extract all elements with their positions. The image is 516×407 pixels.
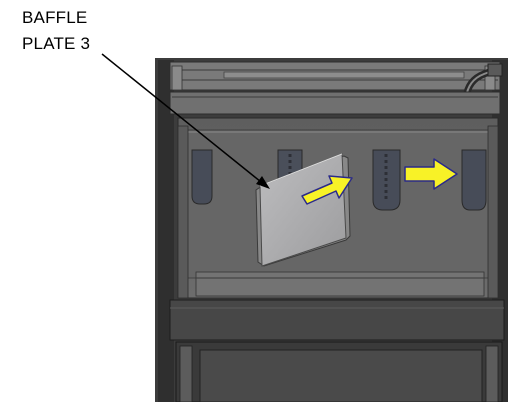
top-rail-end bbox=[171, 65, 183, 91]
callout-leader-line bbox=[101, 53, 267, 187]
upper-beam bbox=[169, 91, 501, 115]
base-inner-panel bbox=[199, 349, 483, 403]
lower-beam bbox=[169, 299, 505, 341]
slot-bracket-4 bbox=[461, 149, 487, 211]
slot-bracket-3 bbox=[372, 149, 401, 211]
baffle-plate-3 bbox=[255, 153, 351, 267]
callout-leader-arrowhead bbox=[256, 176, 270, 189]
hose-fitting bbox=[487, 63, 503, 77]
arrow-right-icon bbox=[301, 175, 353, 205]
base-right-post bbox=[485, 345, 499, 403]
top-rail-slot bbox=[223, 71, 465, 79]
cavity-floor bbox=[195, 271, 485, 297]
right-inner-column bbox=[487, 125, 499, 299]
slot-bracket-1 bbox=[191, 149, 213, 205]
callout-label-line2: PLATE 3 bbox=[22, 34, 91, 53]
left-inner-column bbox=[177, 125, 189, 299]
callout-label-line1: BAFFLE bbox=[22, 8, 88, 27]
base-left-post bbox=[179, 345, 193, 403]
arrow-right-icon bbox=[404, 158, 458, 190]
